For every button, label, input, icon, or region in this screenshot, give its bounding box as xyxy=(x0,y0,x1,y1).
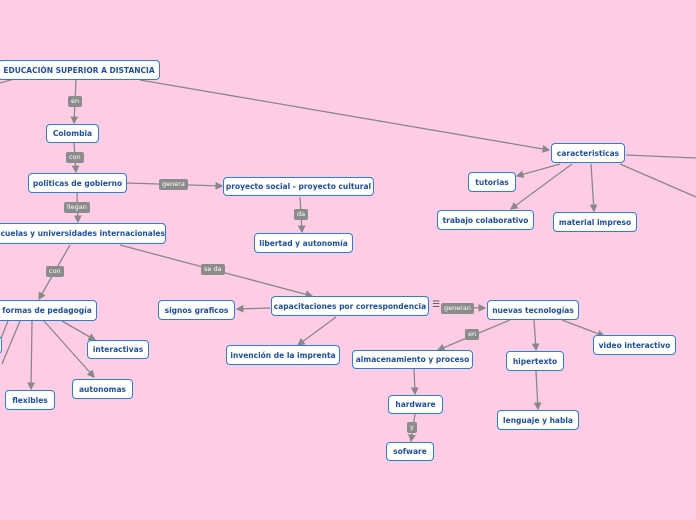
node-signos[interactable]: signos graficos xyxy=(158,300,235,320)
edge-root-caracteristicas xyxy=(139,79,551,153)
edge-hipertexto-lenguaje xyxy=(533,370,542,411)
edge-formas-autonomas xyxy=(43,320,95,378)
edge-nuevas-video xyxy=(561,319,606,338)
edge-almacenamiento-hardware xyxy=(410,368,419,396)
label-con-1: con xyxy=(66,152,84,163)
edge-caracteristicas-trabajo xyxy=(509,163,573,210)
node-nuevas[interactable]: nuevas tecnologías xyxy=(487,300,579,320)
edge-capacitaciones-signos xyxy=(235,304,271,313)
edge-formas-flexibles xyxy=(27,320,35,391)
node-almacenamiento[interactable]: almacenamiento y proceso xyxy=(352,350,473,369)
label-da: da xyxy=(294,209,309,220)
label-en-1: en xyxy=(68,96,83,107)
node-video[interactable]: video interactivo xyxy=(593,335,676,355)
node-trabajo[interactable]: trabajo colaborativo xyxy=(437,210,534,230)
node-left-edge[interactable] xyxy=(0,336,2,354)
label-con-2: con xyxy=(46,266,64,277)
label-se-da: se da xyxy=(201,264,225,275)
node-hipertexto[interactable]: hipertexto xyxy=(506,351,564,371)
label-y: y xyxy=(407,422,417,433)
edge-caracteristicas-right1 xyxy=(625,154,696,159)
edge-formas-interactivas xyxy=(61,320,97,341)
menu-icon[interactable]: ☰ xyxy=(432,300,441,310)
node-tutorias[interactable]: tutorias xyxy=(468,172,516,192)
node-flexibles[interactable]: flexibles xyxy=(5,390,55,410)
node-capacitaciones[interactable]: capacitaciones por correspondencia xyxy=(271,296,429,316)
edge-capacitaciones-invencion xyxy=(296,316,337,346)
edge-nuevas-hipertexto xyxy=(531,319,540,352)
edge-formas-sw xyxy=(1,320,21,365)
node-material[interactable]: material impreso xyxy=(553,212,637,232)
node-caracteristicas[interactable]: caracteristicas xyxy=(551,143,625,163)
node-root[interactable]: EDUCACIÓN SUPERIOR A DISTANCIA xyxy=(0,60,160,80)
node-lenguaje[interactable]: lenguaje y habla xyxy=(497,410,579,430)
node-hardware[interactable]: hardware xyxy=(388,395,443,414)
label-generan: generan xyxy=(441,303,475,314)
edge-caracteristicas-material xyxy=(589,163,598,213)
node-formas[interactable]: s formas de pedagogía xyxy=(0,300,97,321)
label-genera: genera xyxy=(159,179,188,190)
node-libertad[interactable]: libertad y autonomía xyxy=(254,233,353,253)
label-en-2: en xyxy=(465,329,480,340)
node-interactivas[interactable]: interactivas xyxy=(87,340,149,359)
label-llegan: llegan xyxy=(64,202,90,213)
edge-caracteristicas-tutorias xyxy=(515,163,561,179)
node-colombia[interactable]: Colombia xyxy=(46,124,99,143)
node-sofware[interactable]: sofware xyxy=(386,442,434,461)
node-autonomas[interactable]: autonomas xyxy=(72,379,133,399)
node-escuelas[interactable]: escuelas y universidades internacionales xyxy=(0,223,166,244)
node-politicas[interactable]: politicas de gobierno xyxy=(28,173,127,193)
node-invencion[interactable]: invención de la imprenta xyxy=(226,345,340,365)
edge-caracteristicas-right2 xyxy=(619,163,696,198)
node-proyecto[interactable]: proyecto social - proyecto cultural xyxy=(223,177,374,196)
